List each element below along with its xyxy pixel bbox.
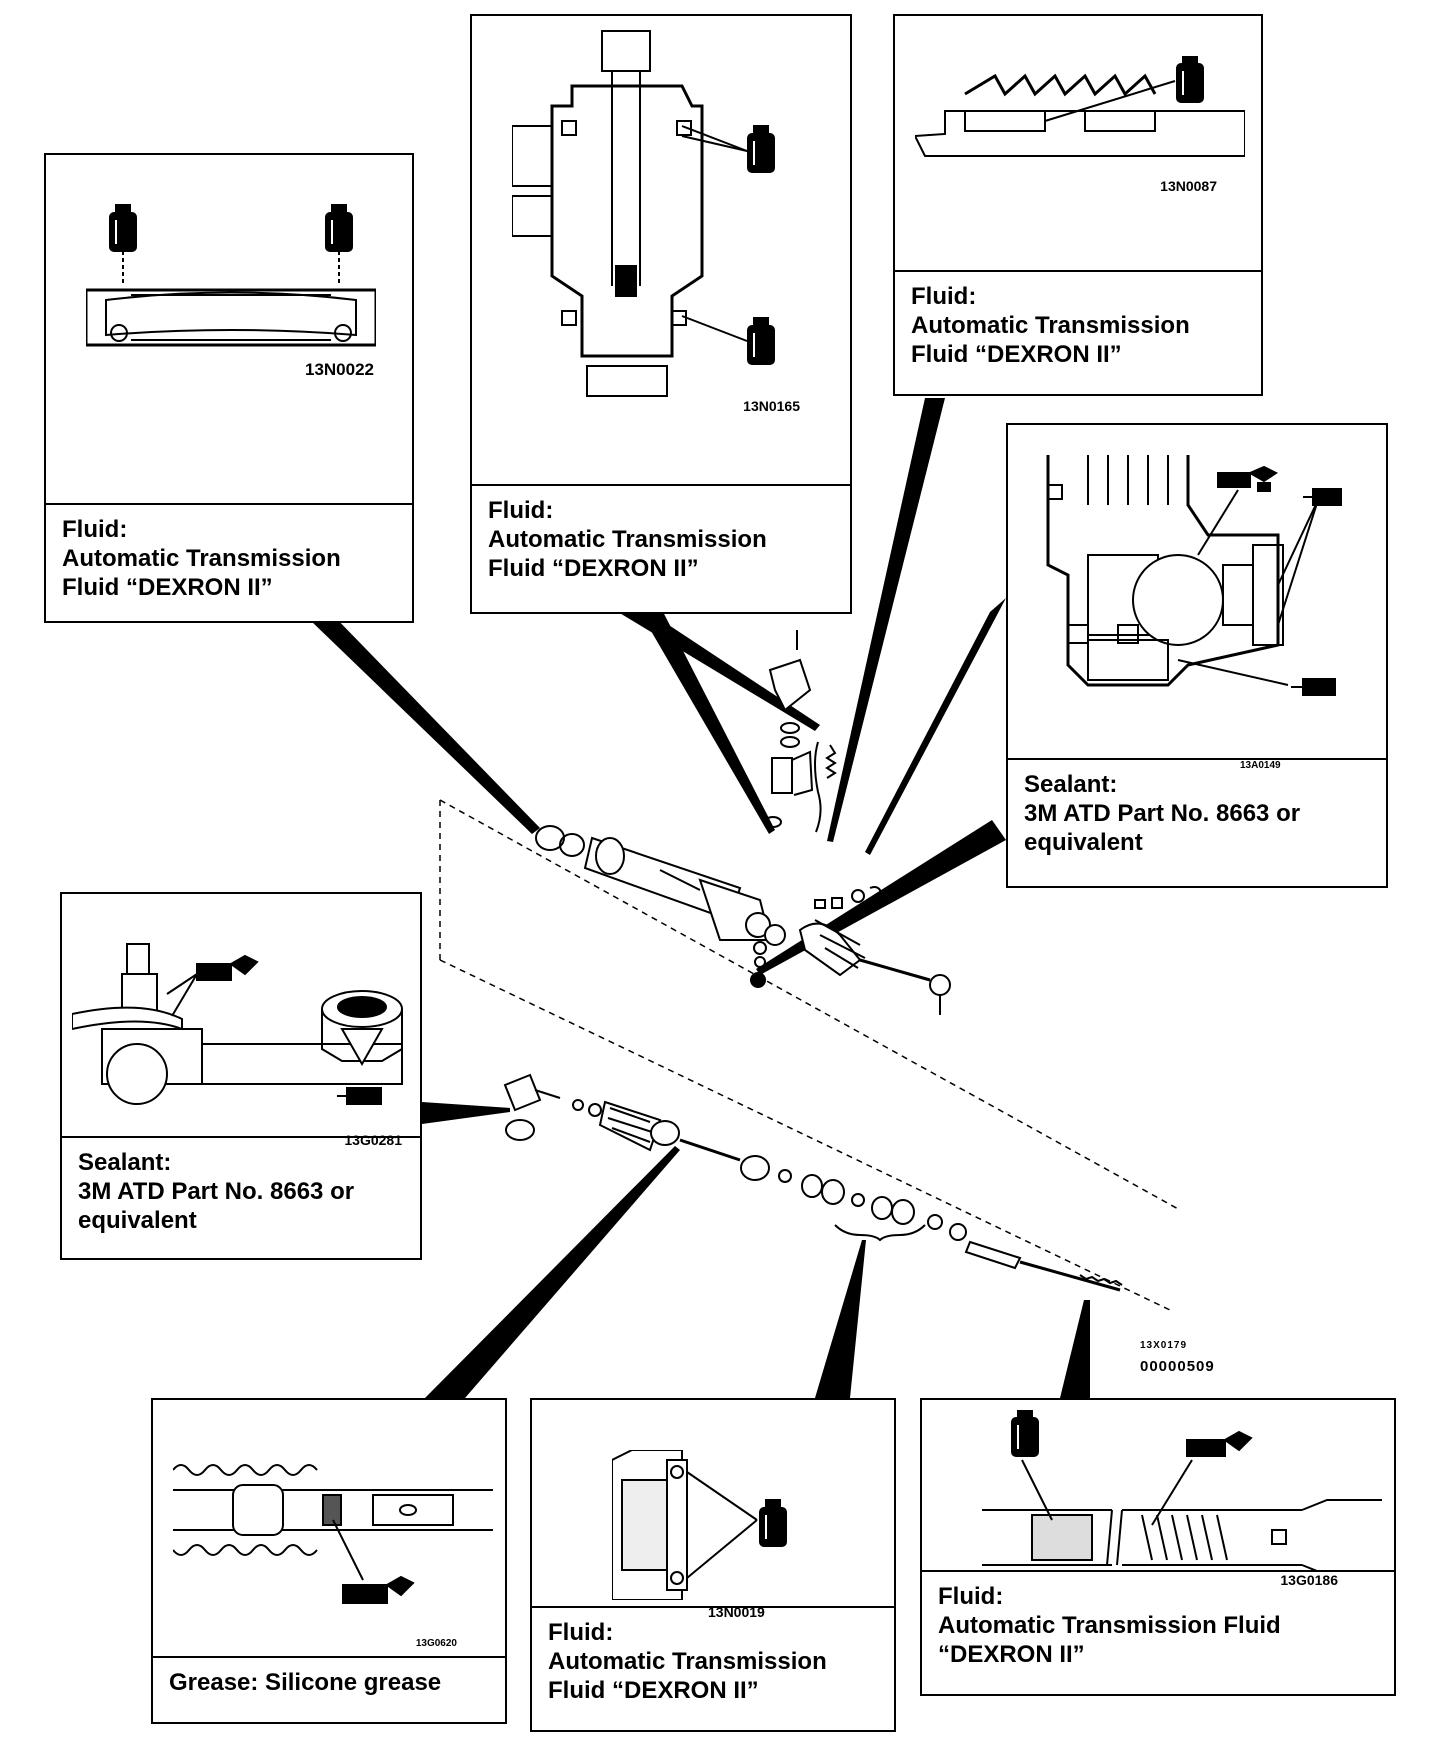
- leader-p3: [827, 398, 945, 842]
- fluid-bottle-icon: [325, 204, 353, 283]
- caption-line: Fluid “DEXRON II”: [911, 341, 1122, 368]
- caption-line: Fluid:: [62, 516, 128, 543]
- panel-caption: Sealant: 3M ATD Part No. 8663 or equival…: [1008, 758, 1386, 886]
- figure-code: 13N0087: [1160, 178, 1217, 194]
- boundary-top: [439, 799, 1181, 1211]
- housing-section-drawing: [915, 56, 1245, 157]
- panel-caption: Fluid: Automatic Transmission Fluid “DEX…: [532, 1606, 894, 1730]
- panel-caption: Grease: Silicone grease: [153, 1656, 505, 1722]
- panel-13n0019: 13N0019 Fluid: Automatic Transmission Fl…: [530, 1398, 896, 1732]
- tie-rod-end-drawing: [72, 943, 403, 1105]
- boundary-bottom: [439, 959, 1171, 1311]
- right-boot-tierod: [798, 919, 951, 1015]
- boot-seal-icon: [321, 990, 403, 1067]
- caption-line: Fluid “DEXRON II”: [548, 1677, 759, 1704]
- leader-p6: [425, 1146, 680, 1398]
- panel-caption: Sealant: 3M ATD Part No. 8663 or equival…: [62, 1136, 420, 1258]
- panel-13n0087: 13N0087 Fluid: Automatic Transmission Fl…: [893, 14, 1263, 396]
- fluid-bottle-icon: [109, 204, 137, 283]
- figure-code: 13N0165: [743, 398, 800, 414]
- caption-line: equivalent: [78, 1207, 197, 1234]
- fluid-bottle-icon: [1176, 56, 1204, 103]
- fluid-bottle-icon: [747, 317, 775, 365]
- fluid-bottle-icon: [747, 125, 775, 173]
- leader-p1: [310, 612, 540, 834]
- caption-line: Fluid “DEXRON II”: [488, 555, 699, 582]
- rack-bar-drawing: [982, 1410, 1382, 1570]
- grease-tube-icon: [1186, 1430, 1253, 1457]
- caption-line: Grease: Silicone grease: [169, 1669, 442, 1696]
- fluid-bottle-icon: [759, 1499, 787, 1547]
- panel-13n0022: 13N0022 Fluid: Automatic Transmission Fl…: [44, 153, 414, 623]
- lower-rack: [503, 1073, 1123, 1292]
- figure-code: 13G0620: [415, 1638, 457, 1649]
- rack-housing: [535, 825, 786, 946]
- oil-seal-drawing: [86, 204, 376, 347]
- pinion-parts: [764, 630, 837, 833]
- panel-13g0620: 13G0620 Grease: Silicone grease: [151, 1398, 507, 1724]
- caption-line: Automatic Transmission: [911, 312, 1190, 339]
- caption-line: “DEXRON II”: [938, 1641, 1085, 1668]
- grease-tube-icon: [342, 1575, 415, 1604]
- main-figure-number: 00000509: [1140, 1358, 1215, 1375]
- panel-caption: Fluid: Automatic Transmission Fluid “DEX…: [472, 484, 850, 612]
- pinion-housing-drawing: [1046, 455, 1342, 696]
- panel-13n0165: 13N0165 Fluid: Automatic Transmission Fl…: [470, 14, 852, 614]
- caption-line: 3M ATD Part No. 8663 or: [1024, 800, 1301, 827]
- caption-line: Fluid “DEXRON II”: [62, 574, 273, 601]
- caption-line: Sealant:: [78, 1149, 172, 1176]
- caption-line: Automatic Transmission: [548, 1648, 827, 1675]
- leader-p4b: [756, 820, 1006, 975]
- caption-line: Automatic Transmission Fluid: [938, 1612, 1281, 1639]
- panel-13g0281: 13G0281 Sealant: 3M ATD Part No. 8663 or…: [60, 892, 422, 1260]
- panel-13g0186: 13G0186 Fluid: Automatic Transmission Fl…: [920, 1398, 1396, 1696]
- panel-caption: Fluid: Automatic Transmission Fluid “DEX…: [922, 1570, 1394, 1694]
- leader-p8: [1060, 1300, 1090, 1398]
- main-figure-code: 13X0179: [1140, 1340, 1188, 1351]
- caption-line: Fluid:: [938, 1583, 1004, 1610]
- caption-line: Fluid:: [548, 1619, 614, 1646]
- sealant-tube-icon: [337, 1087, 382, 1105]
- figure-code: 13N0019: [708, 1604, 765, 1620]
- caption-line: Fluid:: [911, 283, 977, 310]
- leader-p5: [422, 1102, 510, 1124]
- sealant-tube-icon: [1217, 465, 1278, 492]
- valve-small-parts: [750, 886, 883, 988]
- main-exploded-view: [439, 630, 1181, 1311]
- caption-line: Automatic Transmission: [62, 545, 341, 572]
- figure-code: 13A0149: [1240, 760, 1281, 771]
- seal-section-drawing: [612, 1450, 787, 1600]
- caption-line: 3M ATD Part No. 8663 or: [78, 1178, 355, 1205]
- leader-p4a: [865, 598, 1006, 855]
- caption-line: equivalent: [1024, 829, 1143, 856]
- figure-code: 13N0022: [304, 360, 374, 379]
- caption-line: Sealant:: [1024, 771, 1118, 798]
- sealant-tube-icon: [1291, 678, 1336, 696]
- sealant-tube-icon: [1303, 488, 1342, 506]
- panel-caption: Fluid: Automatic Transmission Fluid “DEX…: [895, 270, 1261, 394]
- sealant-tube-icon: [196, 954, 259, 981]
- fluid-bottle-icon: [1011, 1410, 1039, 1457]
- leader-p2b: [640, 606, 775, 834]
- boot-grease-drawing: [173, 1464, 493, 1604]
- panel-caption: Fluid: Automatic Transmission Fluid “DEX…: [46, 503, 412, 621]
- caption-line: Fluid:: [488, 497, 554, 524]
- valve-body-drawing: [512, 30, 775, 397]
- leader-lines: [310, 398, 1090, 1398]
- figure-code: 13G0186: [1280, 1572, 1338, 1588]
- caption-line: Automatic Transmission: [488, 526, 767, 553]
- leader-p7: [815, 1240, 866, 1398]
- panel-13a0149: 13A0149 Sealant: 3M ATD Part No. 8663 or…: [1006, 423, 1388, 888]
